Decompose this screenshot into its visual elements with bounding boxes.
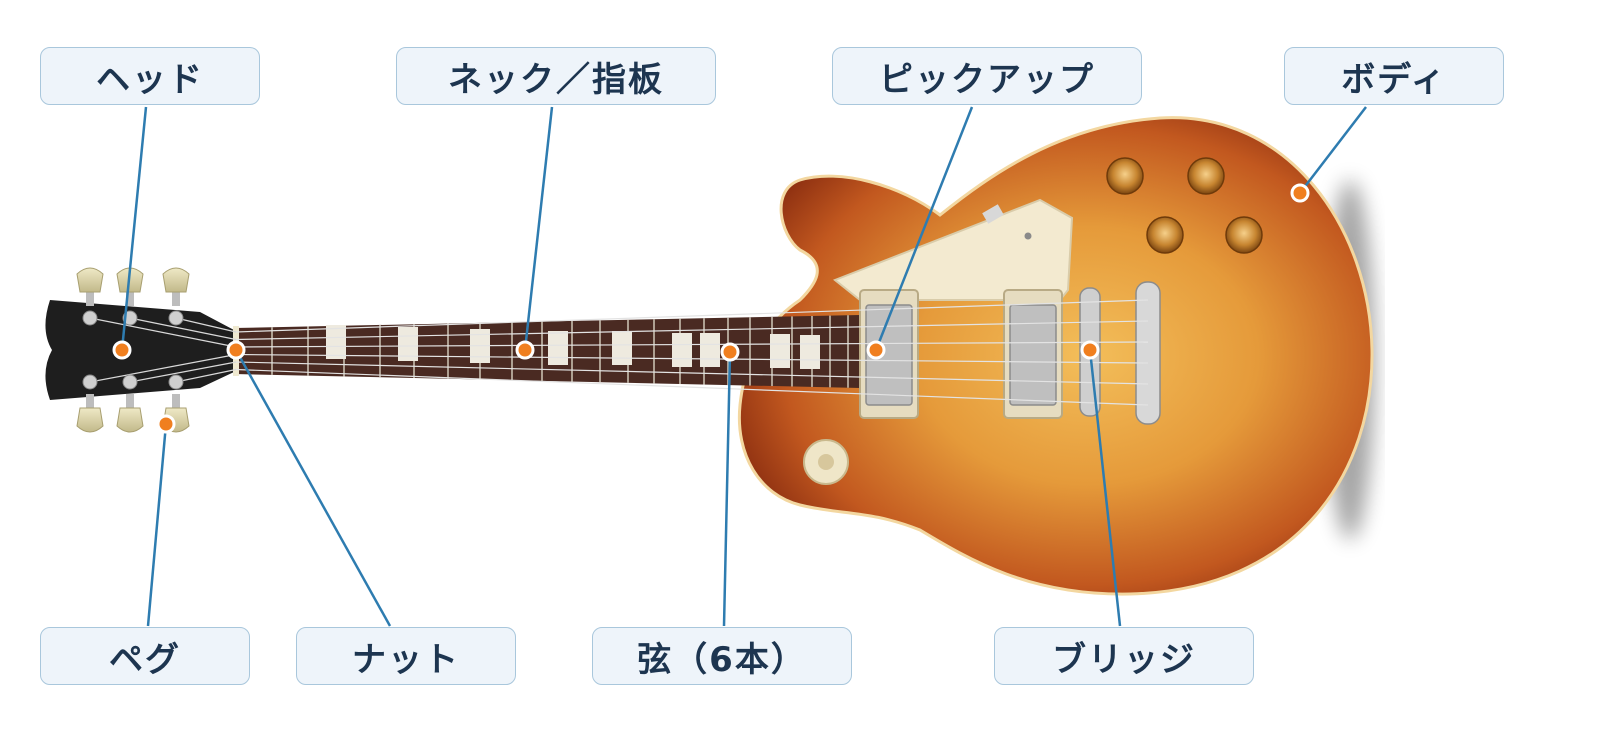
- tuner-button: [162, 267, 190, 293]
- label-peg: ペグ: [40, 627, 250, 685]
- label-head: ヘッド: [40, 47, 260, 105]
- string-segment: [175, 368, 237, 383]
- leader-body: [1299, 106, 1367, 194]
- label-body: ボディ: [1284, 47, 1504, 105]
- tuning-pegs: [76, 267, 190, 433]
- label-nut: ナット: [296, 627, 516, 685]
- tuner-shaft: [86, 286, 94, 306]
- guitar-strings: [89, 299, 1149, 406]
- inlay: [612, 331, 632, 365]
- control-knobs: [1106, 157, 1263, 254]
- tuner-button: [76, 407, 104, 433]
- label-pickup: ピックアップ: [832, 47, 1142, 105]
- tuner-shaft: [172, 394, 180, 414]
- inlay: [326, 325, 346, 359]
- inlay: [672, 333, 692, 367]
- leader-bridge: [1088, 349, 1122, 627]
- dot-nut: [226, 340, 246, 360]
- leader-neck: [523, 106, 554, 351]
- output-jack-center: [818, 454, 834, 470]
- tuner-button: [116, 407, 144, 433]
- inlay: [548, 331, 568, 365]
- leader-pickup: [874, 106, 974, 351]
- dot-bridge: [1080, 340, 1100, 360]
- inlay: [800, 335, 820, 369]
- string: [235, 353, 1149, 364]
- dot-peg: [156, 414, 176, 434]
- headstock: [45, 300, 234, 400]
- leader-peg: [146, 423, 168, 627]
- marker-dots: [112, 183, 1310, 434]
- leader-lines: [120, 106, 1367, 627]
- string: [235, 368, 1149, 406]
- dot-body: [1290, 183, 1310, 203]
- pickguard-screw: [1024, 232, 1032, 240]
- tuner-post: [82, 374, 98, 390]
- inlay: [770, 334, 790, 368]
- dot-pickup: [866, 340, 886, 360]
- leader-head: [120, 106, 148, 351]
- selector-switch: [982, 204, 1004, 224]
- string-segment: [89, 353, 237, 383]
- tuner-shaft: [86, 394, 94, 414]
- tuner-post: [82, 310, 98, 326]
- string-segment: [129, 361, 237, 383]
- dot-head: [112, 340, 132, 360]
- dot-neck: [515, 340, 535, 360]
- inlay: [700, 333, 720, 367]
- tuner-shaft: [126, 394, 134, 414]
- string: [235, 299, 1149, 333]
- label-neck: ネック／指板: [396, 47, 716, 105]
- label-strings: 弦（6本）: [592, 627, 852, 685]
- bridge-pickup: [1003, 289, 1063, 419]
- tailpiece: [1135, 281, 1161, 425]
- dot-strings: [720, 342, 740, 362]
- string: [235, 320, 1149, 341]
- tuner-shaft: [126, 286, 134, 306]
- tuner-post: [168, 374, 184, 390]
- leader-strings: [722, 351, 732, 627]
- neck-pickup: [859, 289, 919, 419]
- label-bridge: ブリッジ: [994, 627, 1254, 685]
- tuner-shaft: [172, 286, 180, 306]
- tuner-button: [76, 267, 104, 293]
- string-segment: [175, 317, 237, 333]
- string: [235, 341, 1149, 348]
- tuner-post: [168, 310, 184, 326]
- tuner-post: [122, 374, 138, 390]
- string-segment: [129, 317, 237, 341]
- leader-nut: [234, 349, 392, 627]
- string: [235, 361, 1149, 385]
- string-segment: [89, 317, 237, 348]
